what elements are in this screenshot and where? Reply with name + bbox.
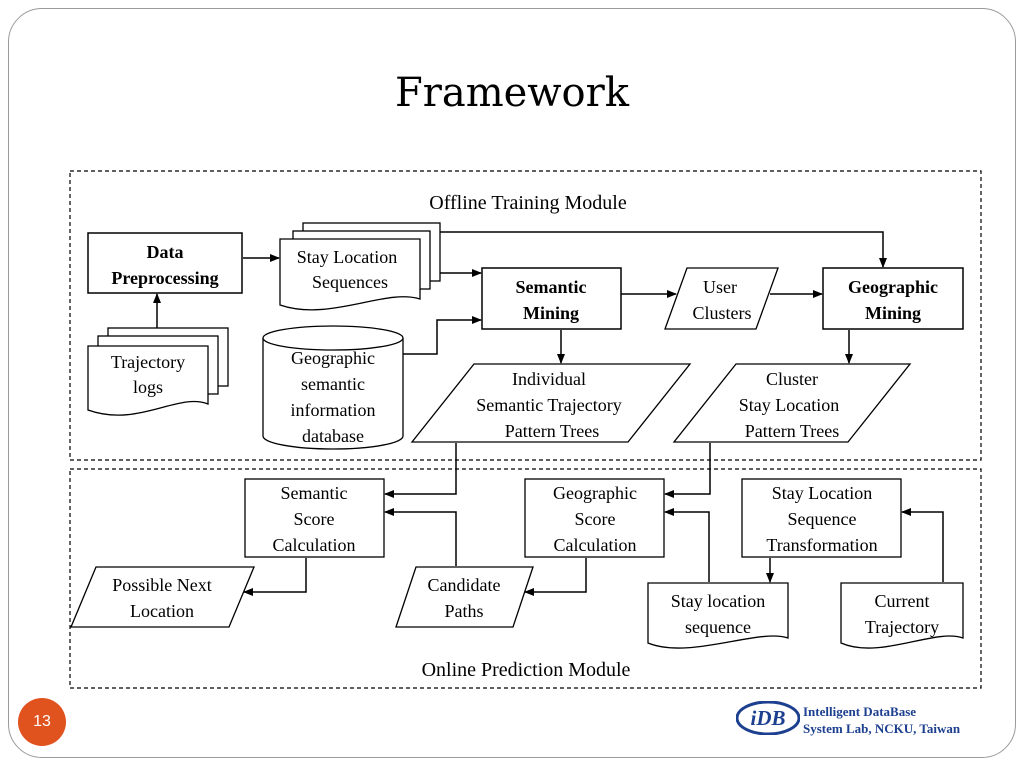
offline-module-label: Offline Training Module <box>429 192 627 214</box>
data-preprocessing-line1: Data <box>147 242 184 262</box>
stay-location-sequence-doc <box>647 582 789 649</box>
geo-db-line3: information <box>291 400 376 420</box>
geographic-mining-line2: Mining <box>865 303 921 323</box>
cluster-trees-line1: Cluster <box>766 369 818 389</box>
page-number-badge: 13 <box>18 698 66 746</box>
geo-semantic-database-cylinder <box>262 325 404 450</box>
trajectory-logs-docs <box>87 327 229 416</box>
possible-next-line1: Possible Next <box>112 575 212 595</box>
semantic-mining-line1: Semantic <box>516 277 587 297</box>
sls-transformation-line2: Sequence <box>788 509 857 529</box>
geo-db-line2: semantic <box>301 374 365 394</box>
individual-trees-parallelogram <box>410 363 692 443</box>
idb-logo-text: iDB <box>750 706 785 730</box>
trajectory-logs-line2: logs <box>133 377 163 397</box>
semantic-score-line1: Semantic <box>281 483 348 503</box>
geographic-score-box <box>524 478 665 558</box>
arrow-individual-trees-to-semantic-score <box>384 443 457 498</box>
current-trajectory-line2: Trajectory <box>865 617 939 637</box>
current-trajectory-line1: Current <box>875 591 930 611</box>
individual-trees-line1: Individual <box>512 369 586 389</box>
arrow-geographic-score-to-candidate <box>524 558 587 596</box>
geographic-score-line2: Score <box>575 509 616 529</box>
semantic-mining-box <box>481 267 622 330</box>
possible-next-parallelogram <box>70 566 255 628</box>
semantic-score-box <box>244 478 385 558</box>
svg-text:Data: Data <box>147 242 184 262</box>
geographic-mining-box <box>822 267 964 330</box>
connectors <box>153 231 944 596</box>
online-module-box <box>69 468 982 689</box>
geographic-score-line1: Geographic <box>553 483 637 503</box>
semantic-score-line2: Score <box>294 509 335 529</box>
stay-location-sequences-line2: Sequences <box>312 272 388 292</box>
arrow-db-to-semantic-mining <box>403 316 482 355</box>
current-trajectory-doc <box>840 582 964 649</box>
geo-db-line4: database <box>302 426 364 446</box>
geo-db-line1: Geographic <box>291 348 375 368</box>
user-clusters-line2: Clusters <box>692 303 751 323</box>
geographic-mining-line1: Geographic <box>848 277 938 297</box>
sls-transformation-box <box>741 478 902 558</box>
data-preprocessing-box <box>87 232 243 294</box>
slide-title: Framework <box>394 70 629 116</box>
sls-transformation-line1: Stay Location <box>772 483 872 503</box>
arrow-stay-sequence-to-geographic-score <box>664 508 710 582</box>
individual-trees-line3: Pattern Trees <box>505 421 600 441</box>
arrow-semantic-score-to-next <box>243 558 307 596</box>
stay-location-sequences-docs <box>279 222 441 311</box>
stay-location-sequence-line2: sequence <box>685 617 751 637</box>
lab-name: Intelligent DataBase System Lab, NCKU, T… <box>803 703 960 737</box>
possible-next-line2: Location <box>130 601 194 621</box>
arrow-sls-to-geographic-mining <box>440 231 887 268</box>
svg-text:Preprocessing: Preprocessing <box>111 268 218 288</box>
arrow-current-to-transformation <box>901 508 944 582</box>
individual-trees-line2: Semantic Trajectory <box>476 395 621 415</box>
idb-logo-icon: iDB <box>736 701 800 735</box>
stay-location-sequences-line1: Stay Location <box>297 247 397 267</box>
data-preprocessing-line2: Preprocessing <box>111 268 218 288</box>
offline-module-box <box>69 170 982 461</box>
online-module-label: Online Prediction Module <box>422 659 631 681</box>
lab-name-line2: System Lab, NCKU, Taiwan <box>803 721 961 736</box>
cluster-trees-parallelogram <box>672 363 912 443</box>
arrow-cluster-trees-to-geographic-score <box>664 443 711 498</box>
slide-frame <box>8 8 1016 758</box>
cluster-trees-line2: Stay Location <box>739 395 839 415</box>
cluster-trees-line3: Pattern Trees <box>745 421 840 441</box>
semantic-score-line3: Calculation <box>273 535 356 555</box>
stay-location-sequence-line1: Stay location <box>671 591 765 611</box>
candidate-paths-line2: Paths <box>444 601 483 621</box>
user-clusters-line1: User <box>703 277 737 297</box>
semantic-mining-line2: Mining <box>523 303 579 323</box>
candidate-paths-parallelogram <box>395 566 534 628</box>
lab-name-line1: Intelligent DataBase <box>803 704 917 719</box>
sls-transformation-line3: Transformation <box>766 535 877 555</box>
trajectory-logs-line1: Trajectory <box>111 352 185 372</box>
geographic-score-line3: Calculation <box>554 535 637 555</box>
candidate-paths-line1: Candidate <box>428 575 501 595</box>
user-clusters-parallelogram <box>664 267 779 330</box>
arrow-candidate-to-semantic-score <box>384 508 457 566</box>
